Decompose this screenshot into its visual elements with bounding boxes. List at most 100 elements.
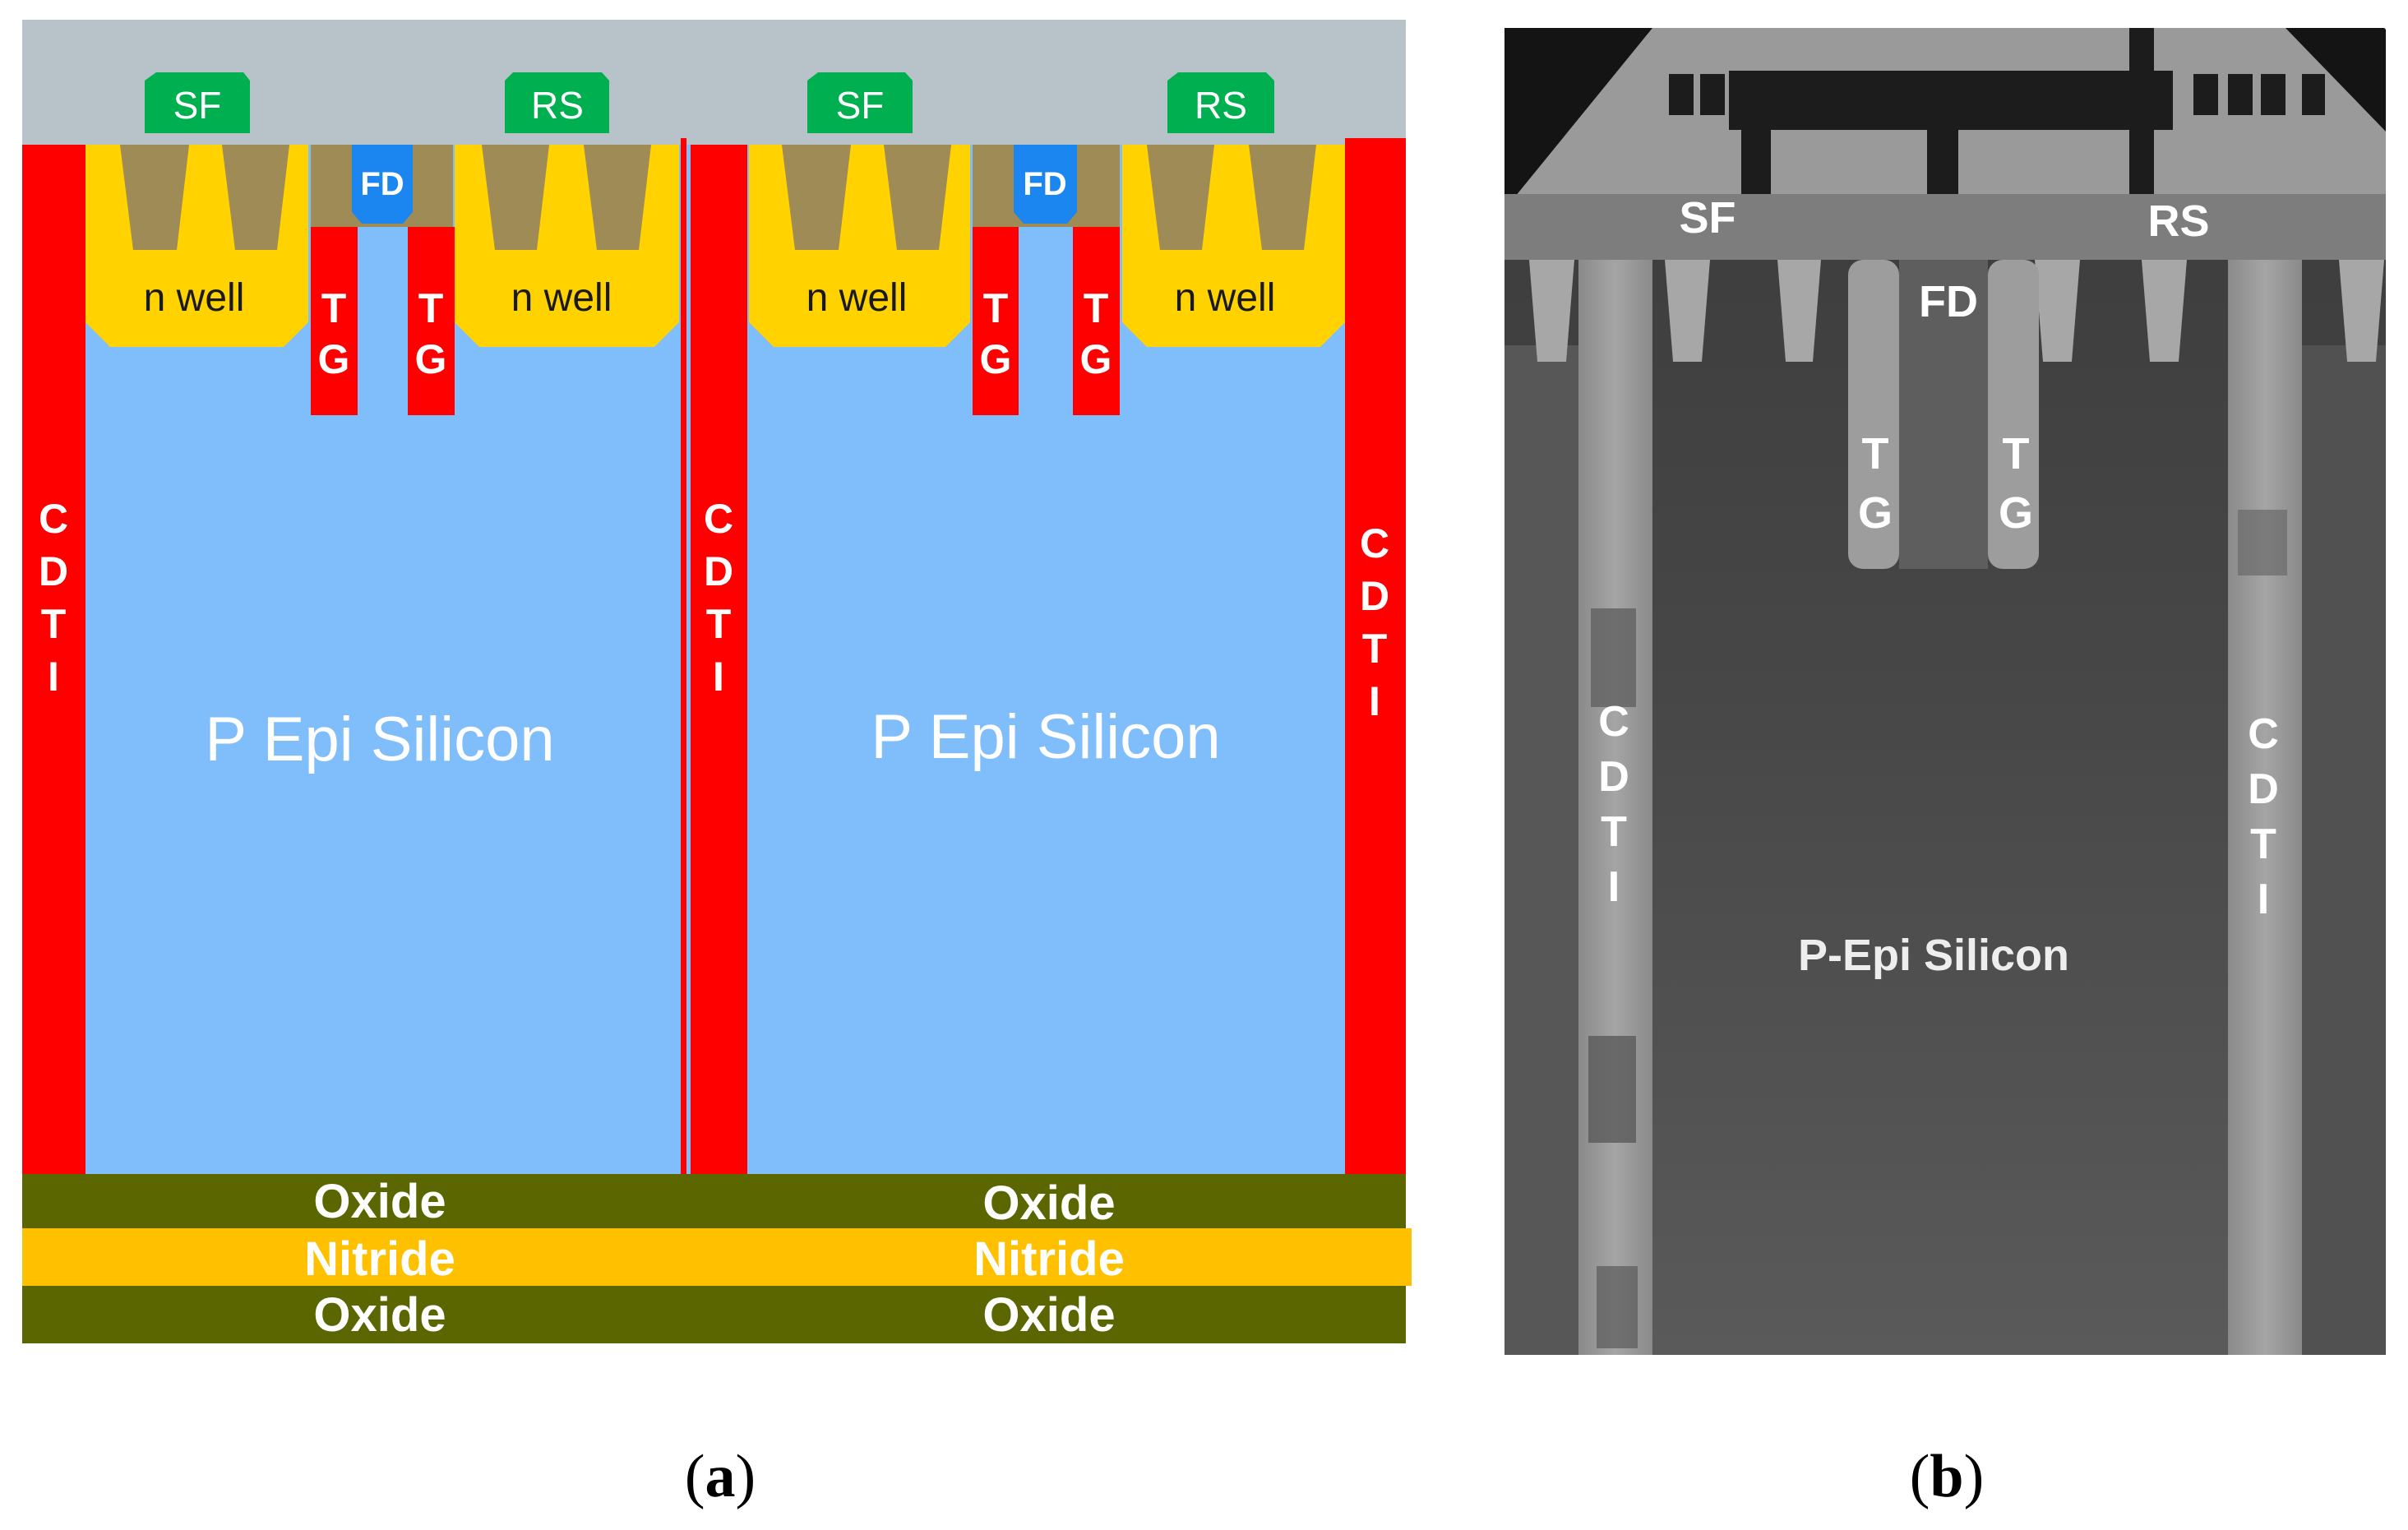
tg-letter: G [1999,488,2033,538]
tg-letter: T [983,285,1009,331]
sti-plug [1777,260,1821,362]
cdti-letter: C [1360,520,1389,566]
trench-defect [1597,1266,1638,1348]
tem-left-region [1504,345,1587,1355]
cdti-letter: T [1601,808,1627,856]
sf-label: SF [836,84,885,127]
tg-letter: G [415,336,447,382]
contact [1700,74,1725,115]
n-well-label: n well [144,276,245,320]
cdti-trench-left [1578,260,1652,1355]
transfer-gate-left-1 [311,227,358,415]
cdti-letter: C [704,496,733,542]
contact [2228,74,2253,115]
cdti-letter: T [2250,820,2276,868]
rs-label: RS [2147,196,2209,246]
sti-plug [2035,260,2080,362]
cdti-letter: D [1360,573,1389,619]
transfer-gate-left-2 [973,227,1019,415]
cdti-letter: T [1362,626,1388,672]
p-epi-silicon-label: P-Epi Silicon [1798,931,2069,980]
cdti-letter: I [1608,863,1620,911]
floating-diffusion-1 [352,145,413,224]
p-epi-silicon-label: P Epi Silicon [871,702,1220,772]
cdti-middle-thin [681,138,686,1174]
fd-label: FD [1919,277,1978,326]
tg-letter: T [1084,285,1109,331]
rs-gate-2 [1167,72,1274,133]
cdti-letter: I [48,654,59,700]
fd-gap-1 [358,227,408,415]
tg-letter: T [418,285,444,331]
trench-defect [1591,608,1636,707]
oxide-label: Oxide [982,1176,1115,1230]
tg-letter: G [980,336,1012,382]
gate-row [1504,194,2386,260]
cdti-letter: D [2248,765,2279,813]
fd-label: FD [1023,166,1066,202]
n-well-label: n well [1175,276,1276,320]
contact [2261,74,2286,115]
contact [2193,74,2218,115]
sti-trench [782,145,851,250]
cdti-letter: I [2258,876,2269,923]
cdti-letter: D [704,548,733,594]
tg-letter: T [2003,429,2030,478]
tem-corner-right [2286,28,2386,132]
p-epi-silicon-label: P Epi Silicon [205,705,554,774]
oxide-layer-top [22,1174,1406,1228]
sti-trench [222,145,289,250]
fd-label: FD [360,166,404,202]
caption-a: (a) [685,1443,756,1510]
panel-b-tem-image [1504,28,2386,1355]
sti-trench [1249,145,1316,250]
cdti-right [1345,138,1406,1174]
n-well-label: n well [511,276,612,320]
tem-corner-left [1504,28,1652,210]
metal-via-rs [2129,28,2154,213]
contact [1669,74,1694,115]
sf-label: SF [1679,193,1736,243]
cdti-letter: D [1598,753,1629,801]
trench-defect [2238,510,2287,575]
rs-label: RS [531,84,584,127]
nitride-layer [22,1228,1412,1286]
oxide-layer-bottom [22,1286,1406,1343]
tg-letter: G [1858,488,1893,538]
sti-trench [1147,145,1214,250]
sf-gate-1 [145,72,250,133]
cdti-letter: T [706,601,732,647]
tg-letter: G [318,336,350,382]
floating-diffusion-2 [1014,145,1077,224]
sti-plug [2142,260,2187,362]
transfer-gate-right-2 [1073,227,1120,415]
cdti-letter: I [713,654,724,700]
oxide-label: Oxide [313,1175,446,1228]
cdti-middle [691,145,747,1174]
rs-label: RS [1195,84,1247,127]
cdti-letter: C [2248,710,2279,758]
cdti-letter: C [1598,698,1629,746]
sti-trench [120,145,189,250]
fd-region [1899,260,1988,569]
trench-defect [1588,1036,1636,1143]
transfer-gate-right [1988,260,2039,569]
caption-b: (b) [1910,1443,1984,1510]
transfer-gate-left [1848,260,1899,569]
panel-a-schematic [22,20,1412,1343]
tg-letter: G [1080,336,1112,382]
metal-line [1729,71,2173,130]
cdti-letter: D [39,548,68,594]
cdti-letter: T [41,601,67,647]
tem-right-region [2290,345,2386,1355]
panel-b-labels: SF RS FD T G T G C D T I C D T I P-Epi S… [1598,193,2279,980]
n-well-label: n well [807,276,908,320]
cdti-letter: C [39,496,68,542]
oxide-label: Oxide [313,1288,446,1342]
sti-trench [884,145,951,250]
sti-trench [482,145,549,250]
sti-plug [1665,260,1710,362]
sti-plug [1529,260,1574,362]
sf-label: SF [173,84,222,127]
